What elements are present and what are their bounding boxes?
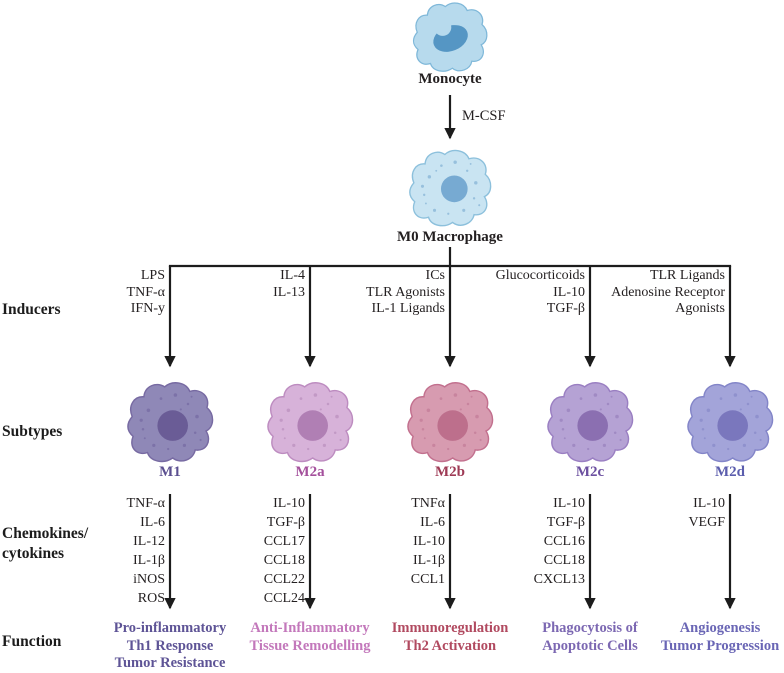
chemokine-item: IL-10	[273, 496, 305, 511]
m2c-speckles	[559, 393, 622, 451]
m1-speckles	[139, 393, 202, 451]
row-label-subtypes: Subtypes	[2, 423, 63, 440]
function-line: Th2 Activation	[403, 637, 497, 654]
inducers-m2d: TLR Ligands Adenosine Receptor Agonists	[555, 268, 725, 318]
inducer-item: IL-13	[273, 284, 305, 300]
monocyte-nucleus	[433, 18, 468, 52]
m2c-nucleus	[577, 410, 608, 441]
row-label-chemokines-line2: cytokines	[2, 544, 64, 562]
chemokine-item: IL-1β	[133, 553, 165, 568]
m2a-cell	[267, 382, 354, 463]
function-line: Immunoregulation	[391, 620, 509, 636]
inducer-item: Adenosine Receptor	[611, 284, 725, 300]
monocyte-label: Monocyte	[418, 71, 482, 87]
chemokines-m1: TNF-α IL-6 IL-12 IL-1β iNOS ROS	[5, 494, 165, 608]
function-m2d: Angiogenesis Tumor Progression	[650, 620, 784, 655]
chemokines-m2c: IL-10 TGF-β CCL16 CCL18 CXCL13	[425, 494, 585, 589]
chemokine-item: TGF-β	[266, 515, 305, 530]
function-m2c: Phagocytosis of Apoptotic Cells	[502, 620, 678, 655]
subtype-label-m2c: M2c	[575, 464, 605, 480]
inducer-item: TLR Ligands	[649, 268, 725, 283]
subtype-label-m2b: M2b	[435, 464, 465, 480]
subtype-label-m1: M1	[159, 464, 181, 480]
function-line: Tumor Progression	[660, 637, 780, 654]
chemokine-item: iNOS	[133, 572, 165, 587]
chemokines-m2b: TNFα IL-6 IL-10 IL-1β CCL1	[285, 494, 445, 589]
inducers-m1: LPS TNF-α IFN-y	[5, 268, 165, 318]
function-line: Anti-Inflammatory	[250, 620, 370, 636]
m2d-speckles	[699, 393, 762, 451]
function-m1: Pro-inflammatory Th1 Response Tumor Resi…	[82, 620, 258, 673]
m1-nucleus	[157, 410, 188, 441]
chemokine-item: CXCL13	[533, 572, 585, 587]
inducer-item: IL-1 Ligands	[371, 301, 445, 316]
function-line: Th1 Response	[126, 637, 214, 654]
inducer-item: TGF-β	[546, 301, 585, 316]
inducers-m2c: Glucocorticoids IL-10 TGF-β	[415, 268, 585, 318]
chemokine-item: IL-6	[420, 515, 445, 530]
inducer-item: IL-10	[553, 284, 585, 300]
row-label-inducers: Inducers	[2, 301, 61, 318]
chemokine-item: CCL18	[543, 553, 585, 568]
function-line: Tissue Remodelling	[249, 637, 371, 654]
chemokine-item: CCL18	[263, 553, 305, 568]
chemokine-item: CCL1	[410, 572, 445, 587]
chemokine-item: CCL22	[263, 572, 305, 587]
inducer-item: LPS	[140, 268, 165, 283]
chemokine-item: CCL24	[263, 591, 305, 606]
chemokine-item: TNF-α	[126, 496, 165, 511]
m2b-speckles	[419, 393, 482, 451]
m2b-cell	[407, 382, 494, 463]
subtype-label-m2d: M2d	[715, 464, 745, 480]
row-label-chemokines-line1: Chemokines/	[2, 525, 89, 542]
mcsf-label: M-CSF	[462, 108, 506, 124]
m2a-nucleus	[297, 410, 328, 441]
inducer-item: Agonists	[675, 301, 725, 316]
m2d-nucleus	[717, 410, 748, 441]
inducer-item: ICs	[425, 268, 445, 283]
m2a-speckles	[279, 393, 342, 451]
inducer-item: TLR Agonists	[366, 284, 445, 300]
chemokine-item: IL-10	[413, 534, 445, 549]
monocyte-cell	[412, 2, 488, 72]
function-m2b: Immunoregulation Th2 Activation	[362, 620, 538, 655]
function-m2a: Anti-Inflammatory Tissue Remodelling	[222, 620, 398, 655]
m0-speckles	[420, 160, 481, 215]
chemokine-item: CCL16	[543, 534, 585, 549]
function-line: Tumor Resistance	[114, 655, 226, 671]
inducers-m2b: ICs TLR Agonists IL-1 Ligands	[285, 268, 445, 318]
m2d-cell	[687, 382, 774, 463]
function-line: Pro-inflammatory	[113, 620, 227, 636]
chemokines-m2a: IL-10 TGF-β CCL17 CCL18 CCL22 CCL24	[145, 494, 305, 608]
inducer-item: Glucocorticoids	[495, 268, 585, 283]
m1-cell	[127, 382, 214, 463]
subtype-label-m2a: M2a	[295, 464, 325, 480]
m2b-nucleus	[437, 410, 468, 441]
chemokine-item: ROS	[137, 591, 165, 606]
function-line: Angiogenesis	[679, 620, 761, 636]
inducer-item: TNF-α	[126, 284, 165, 300]
function-line: Phagocytosis of	[542, 620, 638, 636]
m0-nucleus	[440, 175, 468, 203]
row-label-chemokines: Chemokines/ cytokines	[2, 524, 88, 563]
inducer-item: IL-4	[280, 268, 305, 283]
chemokine-item: IL-10	[553, 496, 585, 511]
inducers-m2a: IL-4 IL-13	[145, 268, 305, 301]
chemokine-item: VEGF	[688, 515, 725, 530]
chemokine-item: IL-1β	[413, 553, 445, 568]
inducer-item: IFN-y	[130, 301, 165, 316]
chemokine-item: IL-6	[140, 515, 165, 530]
function-line: Apoptotic Cells	[542, 637, 638, 654]
m0-macrophage-cell	[409, 149, 492, 227]
chemokine-item: CCL17	[263, 534, 305, 549]
chemokine-item: TNFα	[411, 496, 445, 511]
chemokine-item: TGF-β	[546, 515, 585, 530]
m2c-cell	[547, 382, 634, 463]
chemokine-item: IL-10	[693, 496, 725, 511]
chemokine-item: IL-12	[133, 534, 165, 549]
m0-label: M0 Macrophage	[397, 229, 503, 245]
row-label-function: Function	[2, 633, 62, 650]
chemokines-m2d: IL-10 VEGF	[565, 494, 725, 532]
